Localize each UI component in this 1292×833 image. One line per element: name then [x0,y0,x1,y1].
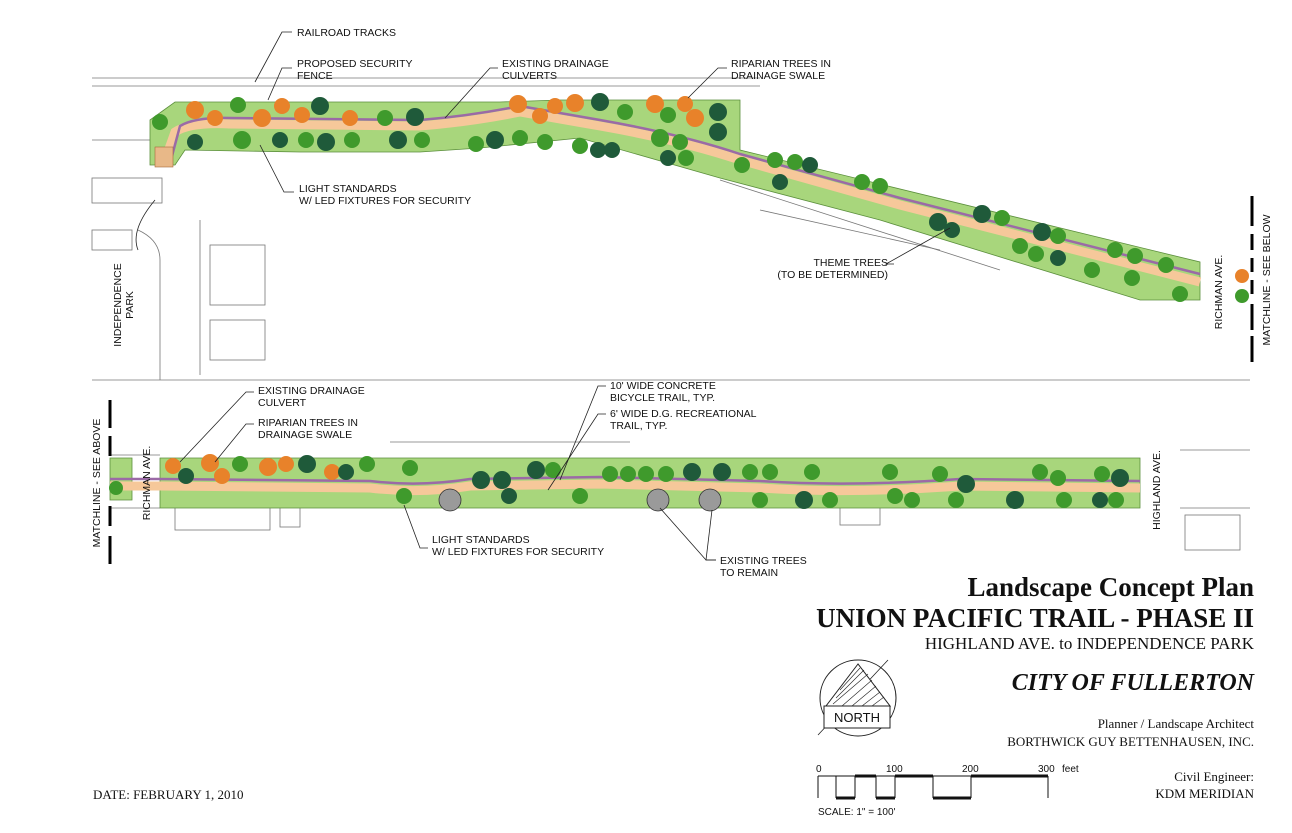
top-callouts: RAILROAD TRACKS PROPOSED SECURITY FENCE … [112,27,1273,347]
scale-tick-0: 0 [816,764,822,775]
callout-theme-trees-2: (TO BE DETERMINED) [777,269,888,281]
label-matchline-above: MATCHLINE - SEE ABOVE [91,419,103,548]
bottom-street-linework [110,441,1250,551]
title-line-2: UNION PACIFIC TRAIL - PHASE II [816,603,1254,633]
label-highland: HIGHLAND AVE. [1151,450,1163,530]
planner-role: Planner / Landscape Architect [1097,716,1254,731]
scale-tick-300: 300 [1038,764,1055,775]
callout-security-fence-2: FENCE [297,70,333,82]
callout-railroad-tracks: RAILROAD TRACKS [297,27,396,39]
bottom-callouts: EXISTING DRAINAGE CULVERT RIPARIAN TREES… [91,380,1163,579]
title-line-1: Landscape Concept Plan [967,572,1254,602]
callout-riparian-bottom-1: RIPARIAN TREES IN [258,417,358,429]
bottom-leader-lines [179,385,716,561]
label-independence-park-1: INDEPENDENCE [112,263,124,346]
scale-bar: 0 100 200 300 feet SCALE: 1" = 100' [816,764,1079,818]
callout-existing-trees-2: TO REMAIN [720,567,778,579]
callout-drainage-culvert-2: CULVERT [258,397,307,409]
callout-existing-trees-1: EXISTING TREES [720,555,807,567]
callout-dg-trail-2: TRAIL, TYP. [610,420,667,432]
bottom-bike-trail [110,475,1141,485]
callout-drainage-culvert-1: EXISTING DRAINAGE [258,385,365,397]
callout-light-top-1: LIGHT STANDARDS [299,183,397,195]
bottom-dg-trail [110,479,1141,496]
scale-tick-100: 100 [886,764,903,775]
callout-concrete-trail-2: BICYCLE TRAIL, TYP. [610,392,715,404]
city-name: CITY OF FULLERTON [1011,670,1254,696]
callout-drainage-culverts-2: CULVERTS [502,70,557,82]
callout-riparian-top-1: RIPARIAN TREES IN [731,58,831,70]
engineer-role: Civil Engineer: [1174,769,1254,784]
top-tree-layer [152,93,1249,303]
callout-theme-trees-1: THEME TREES [814,257,888,269]
callout-drainage-culverts-1: EXISTING DRAINAGE [502,58,609,70]
top-entry-plaza [154,146,174,168]
callout-riparian-top-2: DRAINAGE SWALE [731,70,825,82]
callout-riparian-bottom-2: DRAINAGE SWALE [258,429,352,441]
callout-security-fence-1: PROPOSED SECURITY [297,58,413,70]
callout-light-top-2: W/ LED FIXTURES FOR SECURITY [299,195,471,207]
callout-dg-trail-1: 6' WIDE D.G. RECREATIONAL [610,408,757,420]
label-richman-top: RICHMAN AVE. [1213,255,1225,329]
bottom-tree-layer [109,454,1129,512]
callout-light-bottom-1: LIGHT STANDARDS [432,534,530,546]
top-dg-trail [160,107,1202,287]
plan-date: DATE: FEBRUARY 1, 2010 [93,787,244,802]
north-arrow: NORTH [817,659,897,737]
engineer-name: KDM MERIDIAN [1155,786,1254,801]
scale-unit: feet [1062,764,1079,775]
planner-name: BORTHWICK GUY BETTENHAUSEN, INC. [1007,734,1254,749]
north-label: NORTH [834,710,880,725]
callout-light-bottom-2: W/ LED FIXTURES FOR SECURITY [432,546,604,558]
title-line-3: HIGHLAND AVE. to INDEPENDENCE PARK [924,634,1254,653]
top-leader-lines [135,31,951,265]
label-richman-bottom: RICHMAN AVE. [141,446,153,520]
label-independence-park-2: PARK [124,291,136,319]
top-plan-strip [91,77,1250,381]
scale-caption: SCALE: 1" = 100' [818,807,896,818]
scale-tick-200: 200 [962,764,979,775]
callout-concrete-trail-1: 10' WIDE CONCRETE [610,380,716,392]
label-matchline-below: MATCHLINE - SEE BELOW [1261,214,1273,345]
top-street-linework [91,77,1250,381]
